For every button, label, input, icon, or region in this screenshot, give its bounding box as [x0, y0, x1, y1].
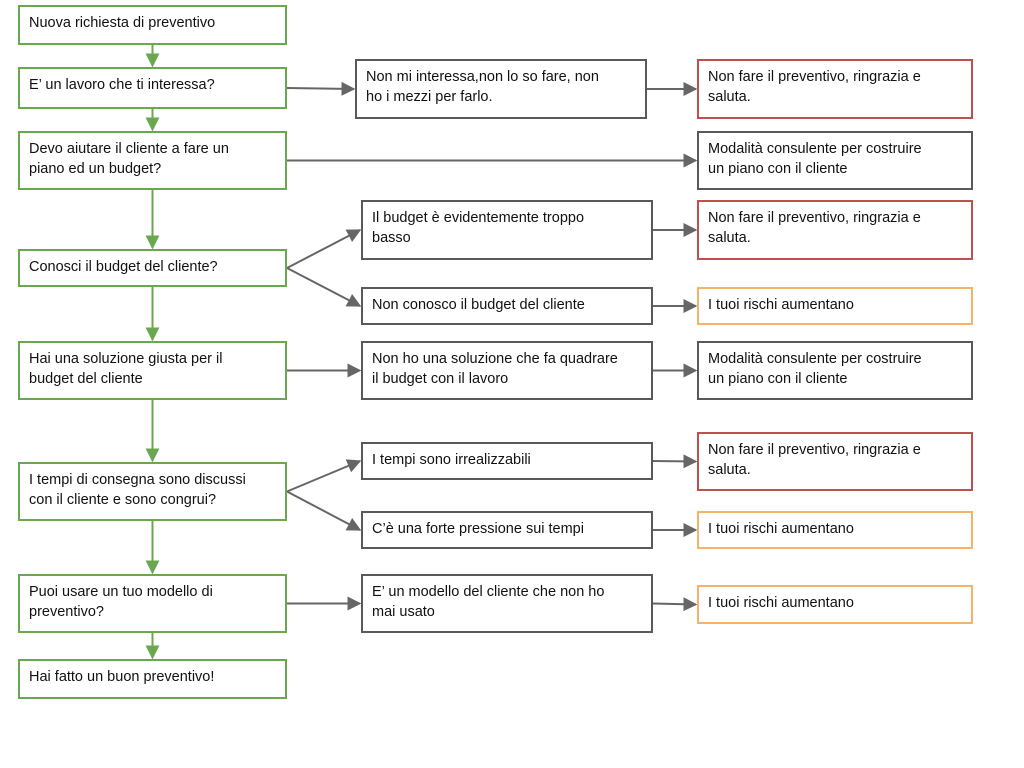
arrow-n2-to-o1 [286, 81, 356, 96]
outcome-stop-2: Non fare il preventivo, ringrazia e salu… [697, 200, 973, 260]
outcome-risk-3: I tuoi rischi aumentano [697, 585, 973, 624]
option-unknown-budget: Non conosco il budget del cliente [361, 287, 653, 325]
outcome-risk-2: I tuoi rischi aumentano [697, 511, 973, 549]
outcome-consultant-1: Modalità consulente per costruire un pia… [697, 131, 973, 190]
step-solution-budget-question: Hai una soluzione giusta per il budget d… [18, 341, 287, 400]
arrow-n4-to-o3 [286, 267, 362, 307]
step-own-template-question: Puoi usare un tuo modello di preventivo? [18, 574, 287, 633]
outcome-risk-1: I tuoi rischi aumentano [697, 287, 973, 325]
arrow-n4-to-o2 [286, 229, 362, 269]
step-new-request: Nuova richiesta di preventivo [18, 5, 287, 45]
step-plan-budget-question: Devo aiutare il cliente a fare un piano … [18, 131, 287, 190]
option-unrealistic-times: I tempi sono irrealizzabili [361, 442, 653, 480]
step-interest-question: E’ un lavoro che ti interessa? [18, 67, 287, 109]
option-client-template: E’ un modello del cliente che non ho mai… [361, 574, 653, 633]
option-not-interested: Non mi interessa,non lo so fare, non ho … [355, 59, 647, 119]
outcome-stop-3: Non fare il preventivo, ringrazia e salu… [697, 432, 973, 491]
arrow-o5-to-r6 [652, 454, 698, 469]
step-good-quote: Hai fatto un buon preventivo! [18, 659, 287, 699]
outcome-consultant-2: Modalità consulente per costruire un pia… [697, 341, 973, 400]
arrow-n6-to-o6 [286, 490, 362, 531]
arrow-n6-to-o5 [286, 459, 362, 493]
outcome-stop-1: Non fare il preventivo, ringrazia e salu… [697, 59, 973, 119]
step-know-budget-question: Conosci il budget del cliente? [18, 249, 287, 287]
step-delivery-times-question: I tempi di consegna sono discussi con il… [18, 462, 287, 521]
option-no-solution: Non ho una soluzione che fa quadrare il … [361, 341, 653, 400]
option-time-pressure: C’è una forte pressione sui tempi [361, 511, 653, 549]
option-budget-too-low: Il budget è evidentemente troppo basso [361, 200, 653, 260]
arrow-o7-to-r8 [652, 597, 698, 612]
